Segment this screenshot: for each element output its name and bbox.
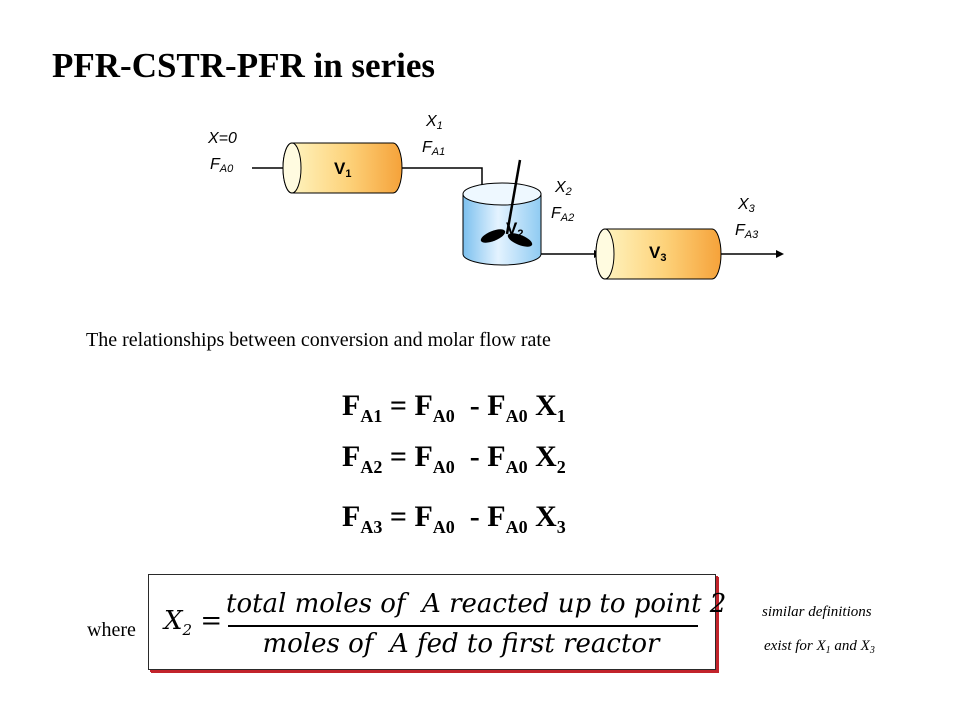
v3-label: V3 bbox=[649, 243, 667, 264]
definition-box bbox=[148, 574, 716, 670]
equation-fa1: FA1 = FA0 - FA0 X1 bbox=[342, 389, 566, 426]
page-title: PFR-CSTR-PFR in series bbox=[52, 46, 436, 85]
formula-lhs: X2 = bbox=[164, 606, 223, 639]
v1-label: V1 bbox=[334, 159, 352, 180]
v2-label: V2 bbox=[506, 219, 524, 240]
formula-denominator: moles of A fed to first reactor bbox=[262, 629, 660, 659]
impeller-blade bbox=[480, 229, 506, 243]
agitator-shaft bbox=[505, 159, 522, 235]
where-label: where bbox=[87, 619, 136, 641]
equation-fa3: FA3 = FA0 - FA0 X3 bbox=[342, 500, 566, 537]
fa3-label: FA3 bbox=[735, 222, 759, 242]
side-note-line2: exist for X1 and X3 bbox=[764, 638, 875, 656]
inlet-flow-label: FA0 bbox=[210, 156, 234, 176]
fa2-label: FA2 bbox=[551, 205, 575, 225]
side-note-line1: similar definitions bbox=[762, 604, 872, 620]
x3-label: X3 bbox=[738, 196, 755, 216]
fraction-bar bbox=[228, 625, 698, 627]
formula-numerator: total moles of A reacted up to point 2 bbox=[226, 589, 727, 619]
pfr-reactor-v3 bbox=[595, 228, 722, 280]
impeller-blade bbox=[507, 233, 533, 247]
inlet-conversion-label: X=0 bbox=[208, 130, 237, 147]
x1-label: X1 bbox=[426, 113, 443, 133]
reactor-diagram bbox=[252, 142, 784, 280]
outlet-stream bbox=[721, 250, 784, 258]
stream-v2-to-v3 bbox=[541, 250, 602, 258]
relationship-intro-text: The relationships between conversion and… bbox=[86, 329, 551, 351]
conversion-definition-formula: X2 = total moles of A reacted up to poin… bbox=[164, 588, 727, 659]
fa1-label: FA1 bbox=[422, 139, 446, 159]
cstr-reactor-v2 bbox=[462, 159, 542, 266]
x2-label: X2 bbox=[555, 179, 572, 199]
equation-fa2: FA2 = FA0 - FA0 X2 bbox=[342, 440, 566, 477]
pfr-reactor-v1 bbox=[282, 142, 403, 194]
